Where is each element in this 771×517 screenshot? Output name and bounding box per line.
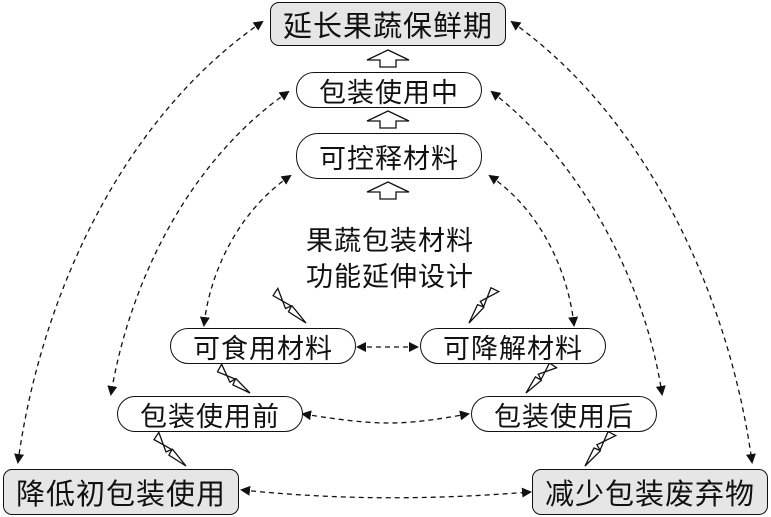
center-title-line1: 果蔬包装材料: [306, 226, 474, 257]
stage-before-use-label: 包装使用前: [140, 401, 280, 433]
lightning-arrow-edible-to-before-use: [216, 362, 251, 394]
goal-extend-shelf-life: 延长果蔬保鲜期: [270, 2, 506, 46]
material-degradable-label: 可降解材料: [443, 333, 583, 365]
material-edible-label: 可食用材料: [193, 333, 333, 365]
center-title-line2: 功能延伸设计: [306, 262, 474, 293]
stage-after-use-label: 包装使用后: [494, 401, 634, 433]
lightning-arrow-core-to-degradable: [468, 286, 501, 324]
material-edible: 可食用材料: [170, 328, 356, 365]
hollow-arrow-during-use-to-top-goal: [366, 49, 410, 68]
dashed-link-bottom-left-goal-to-bottom-right-goal: [240, 485, 532, 499]
material-controlled-release: 可控释材料: [296, 133, 482, 179]
goal-reduce-primary-packaging-label: 降低初包装使用: [15, 477, 226, 511]
dashed-link-before-use-to-after-use: [301, 410, 470, 424]
goal-reduce-packaging-waste-label: 减少包装废弃物: [544, 477, 755, 511]
lightning-arrow-degradable-to-after-use: [525, 362, 559, 394]
stage-before-use: 包装使用前: [117, 396, 303, 433]
dashed-link-controlled-release-to-degradable: [488, 174, 579, 327]
dashed-link-during-use-to-before-use: [107, 90, 290, 396]
lightning-arrow-after-use-to-bottom-right-goal: [584, 430, 618, 467]
stage-after-use: 包装使用后: [471, 396, 657, 433]
stage-during-use: 包装使用中: [296, 72, 482, 109]
dashed-link-during-use-to-after-use: [490, 90, 666, 396]
hollow-arrow-core-to-controlled-release: [366, 181, 410, 200]
lightning-arrow-core-to-edible: [272, 286, 307, 324]
lightning-arrow-before-use-to-bottom-left-goal: [153, 430, 187, 467]
stage-during-use-label: 包装使用中: [319, 77, 459, 109]
hollow-arrow-controlled-release-to-during-use: [366, 110, 410, 129]
center-title: 果蔬包装材料 功能延伸设计: [280, 224, 500, 296]
material-controlled-release-label: 可控释材料: [319, 143, 459, 175]
goal-extend-shelf-life-label: 延长果蔬保鲜期: [282, 9, 493, 43]
goal-reduce-packaging-waste: 减少包装废弃物: [532, 469, 768, 515]
material-degradable: 可降解材料: [420, 328, 606, 365]
dashed-link-controlled-release-to-edible: [199, 174, 292, 327]
dashed-link-top-goal-to-bottom-right-goal: [510, 20, 756, 464]
goal-reduce-primary-packaging: 降低初包装使用: [3, 469, 239, 515]
